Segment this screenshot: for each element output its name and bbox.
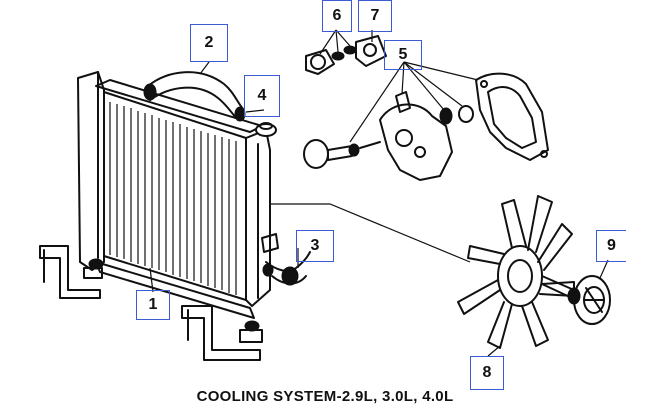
upper-radiator-hose — [143, 71, 246, 122]
lower-radiator-hose — [262, 251, 311, 286]
radiator-mount-right — [181, 305, 263, 361]
callout-6: 6 — [322, 0, 352, 32]
radiator — [77, 71, 279, 319]
callout-9: 9 — [596, 230, 626, 262]
callout-5-label: 5 — [398, 46, 408, 63]
callout-3: 3 — [296, 230, 334, 262]
cooling-fan — [457, 195, 575, 349]
callout-7-label: 7 — [370, 7, 380, 24]
callout-8: 8 — [470, 356, 504, 390]
callout-9-label: 9 — [607, 237, 616, 254]
callout-1: 1 — [136, 290, 170, 320]
callout-4-label: 4 — [257, 87, 267, 104]
callout-4: 4 — [244, 75, 280, 117]
thermostat-housing — [305, 35, 387, 75]
callout-6-label: 6 — [332, 7, 342, 24]
water-pump — [303, 72, 549, 181]
callout-8-label: 8 — [482, 364, 492, 381]
radiator-mount-left — [39, 245, 104, 299]
callout-3-label: 3 — [310, 237, 320, 254]
fan-clutch — [567, 275, 611, 325]
callout-5: 5 — [384, 40, 422, 70]
callout-7: 7 — [358, 0, 392, 32]
callout-2: 2 — [190, 24, 228, 62]
callout-2-label: 2 — [204, 34, 214, 51]
callout-1-label: 1 — [148, 296, 158, 313]
diagram-caption: COOLING SYSTEM-2.9L, 3.0L, 4.0L — [196, 388, 454, 405]
